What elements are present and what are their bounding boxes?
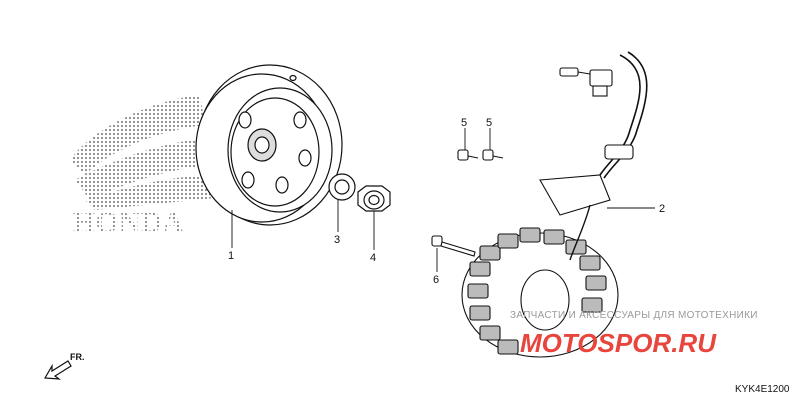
honda-logo-text: HONDA — [72, 206, 184, 239]
bolt-6 — [431, 235, 476, 257]
callout-5b: 5 — [486, 117, 492, 129]
bolt-5a — [457, 149, 479, 161]
leader-lines — [231, 128, 655, 272]
diagram-code: KYK4E1200 — [735, 384, 790, 395]
bolt-5b — [482, 149, 504, 161]
direction-label: FR. — [70, 352, 85, 362]
callout-1: 1 — [228, 250, 234, 262]
stator-assembly — [461, 51, 648, 358]
watermark: ЗАПЧАСТИ И АКСЕССУАРЫ ДЛЯ МОТОТЕХНИКИ MO… — [510, 310, 758, 358]
washer — [328, 173, 356, 201]
flywheel — [195, 64, 343, 226]
watermark-tagline: ЗАПЧАСТИ И АКСЕССУАРЫ ДЛЯ МОТОТЕХНИКИ — [510, 310, 758, 321]
callout-2: 2 — [659, 203, 665, 215]
callout-6: 6 — [433, 274, 439, 286]
honda-wing-logo: HONDA — [70, 95, 215, 239]
callout-4: 4 — [370, 252, 376, 264]
flange-nut — [357, 185, 391, 212]
callout-5a: 5 — [461, 117, 467, 129]
callout-3: 3 — [334, 234, 340, 246]
front-direction-arrow: FR. — [43, 352, 85, 380]
watermark-brand: MOTOSPOR.RU — [520, 328, 717, 358]
